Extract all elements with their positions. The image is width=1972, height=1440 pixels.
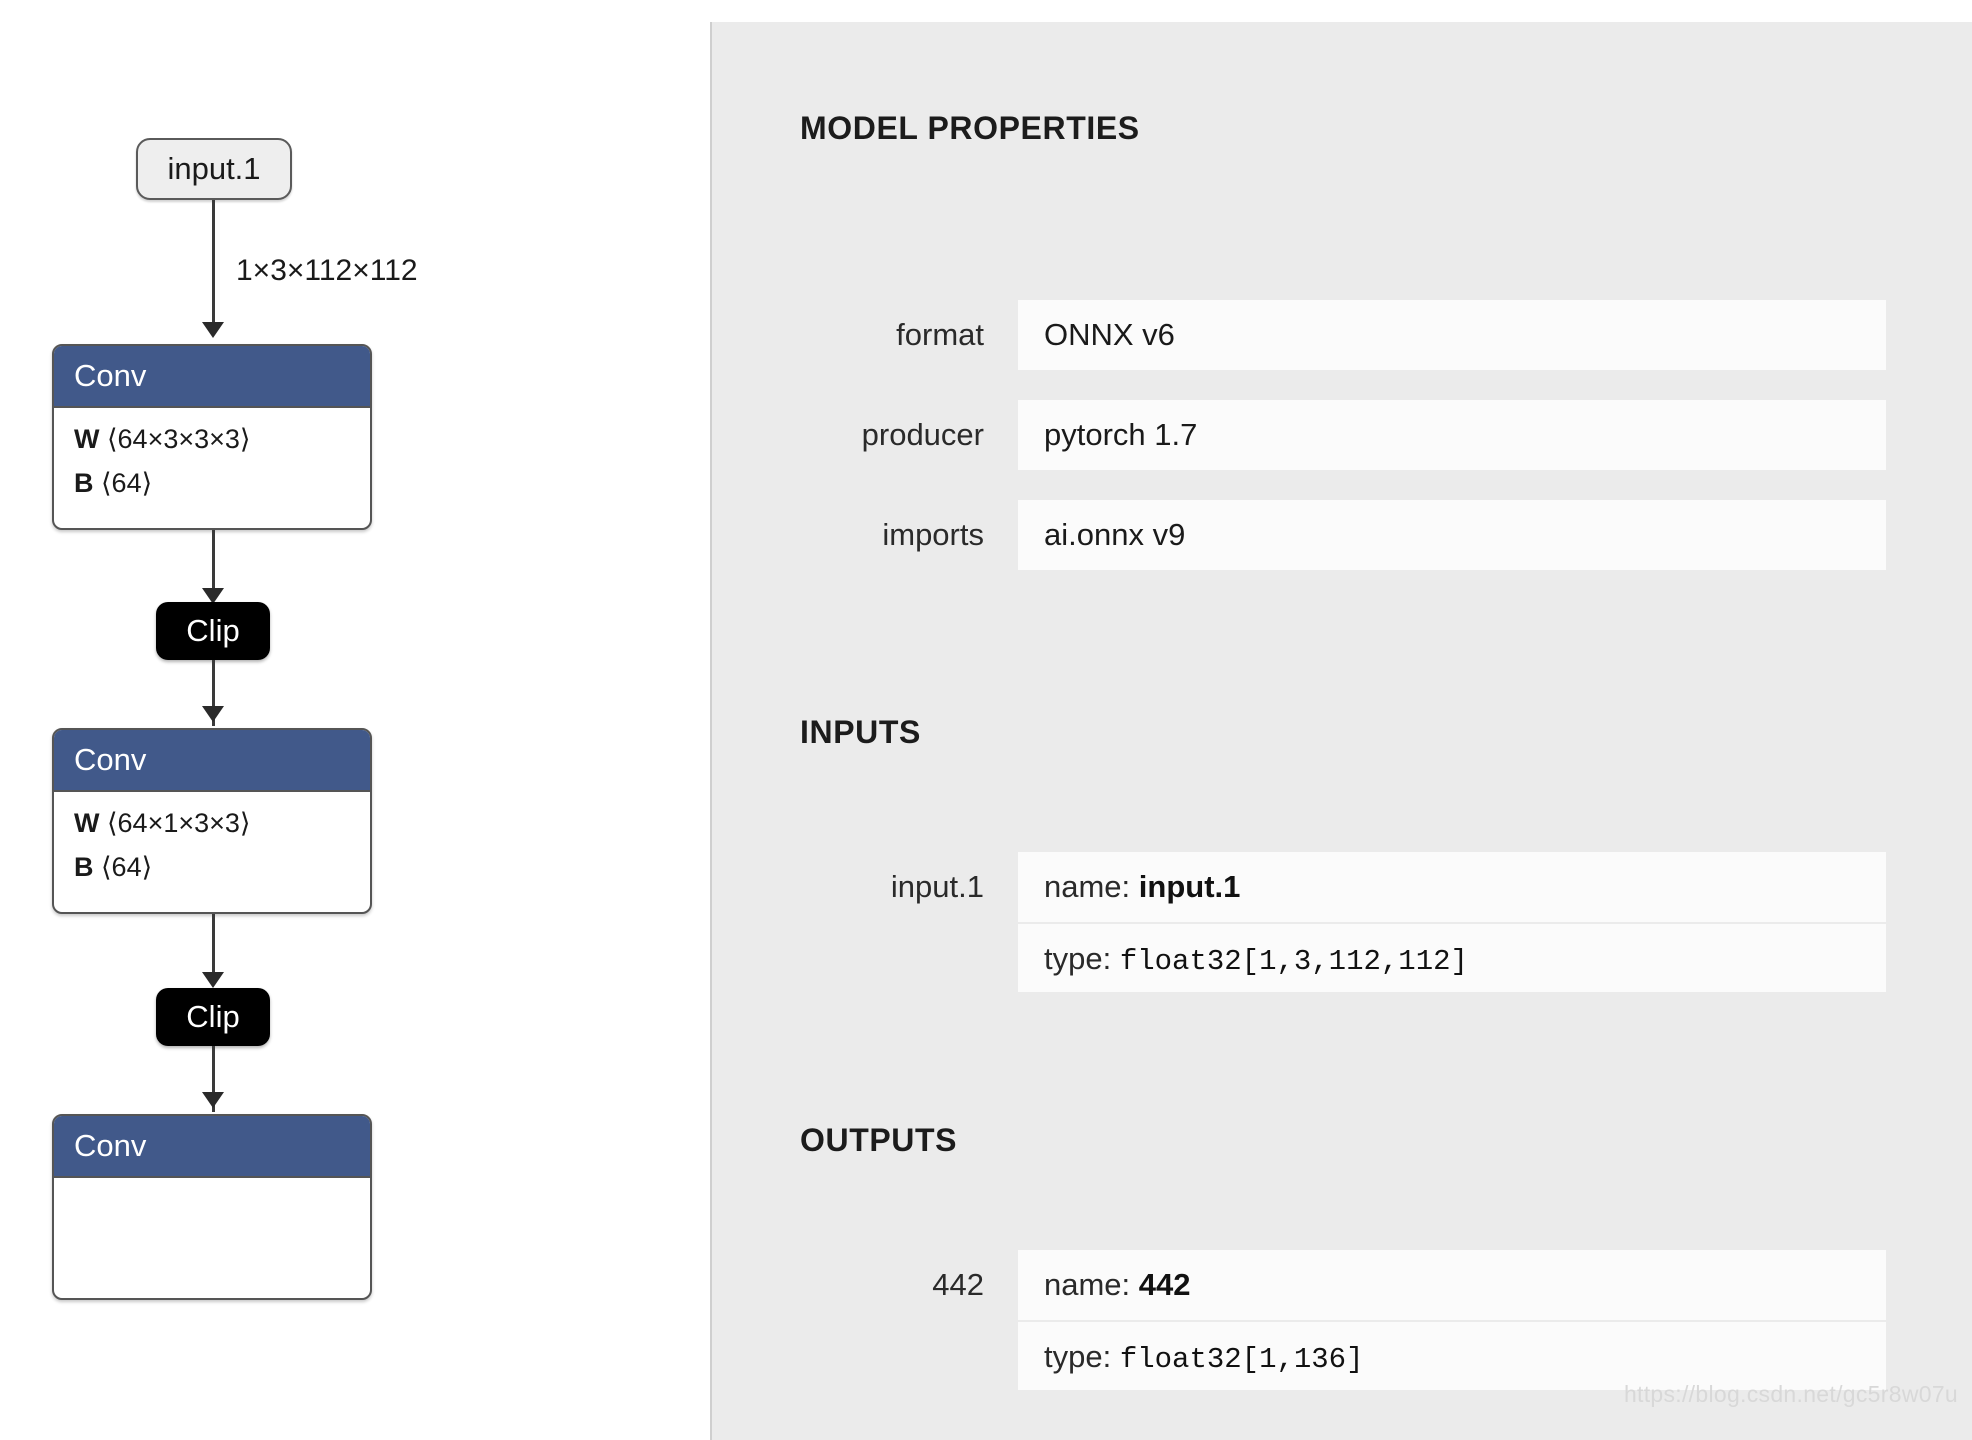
graph-node-param-row: W ⟨64×1×3×3⟩ [74, 802, 370, 846]
param-shape: ⟨64⟩ [101, 467, 153, 498]
property-row-format: format ONNX v6 [712, 300, 1886, 370]
input-type-value: type: float32[1,3,112,112] [1018, 922, 1886, 992]
graph-node-params [54, 1177, 370, 1200]
property-value: pytorch 1.7 [1018, 400, 1886, 470]
graph-node-params: W ⟨64×1×3×3⟩ B ⟨64⟩ [54, 791, 370, 902]
graph-node-clip-1[interactable]: Clip [156, 602, 270, 660]
graph-node-type-label: Clip [186, 999, 240, 1034]
property-label: producer [861, 417, 984, 452]
graph-edge-input-1-to-conv-1 [212, 200, 215, 328]
graph-node-param-row: W ⟨64×3×3×3⟩ [74, 418, 370, 462]
section-title-model-properties: MODEL PROPERTIES [800, 110, 1140, 146]
graph-edge-label-input-1-to-conv-1: 1×3×112×112 [236, 254, 418, 287]
input-label: input.1 [890, 869, 984, 904]
property-label: format [896, 317, 984, 352]
output-name-text: 442 [1138, 1267, 1191, 1302]
graph-node-type-label: Conv [54, 730, 370, 792]
graph-node-conv-2[interactable]: Conv W ⟨64×1×3×3⟩ B ⟨64⟩ [52, 728, 372, 914]
output-type-key: type: [1044, 1339, 1112, 1374]
input-type-key: type: [1044, 941, 1112, 976]
param-name: W [74, 423, 100, 454]
input-type-text: float32[1,3,112,112] [1119, 945, 1468, 978]
output-label: 442 [932, 1267, 984, 1302]
param-name: W [74, 807, 100, 838]
param-name: B [74, 851, 94, 882]
section-title-inputs: INPUTS [800, 714, 921, 750]
output-name-key: name: [1044, 1267, 1131, 1302]
graph-edge-conv-2-to-clip-2 [212, 914, 215, 976]
graph-edge-arrow [202, 322, 224, 338]
graph-node-conv-3[interactable]: Conv [52, 1114, 372, 1300]
output-row-442: 442 name: 442 type: float32[1,136] [712, 1250, 1886, 1390]
param-shape: ⟨64×3×3×3⟩ [107, 423, 251, 454]
graph-edge-arrow [202, 972, 224, 988]
param-shape: ⟨64×1×3×3⟩ [107, 807, 251, 838]
graph-node-conv-1[interactable]: Conv W ⟨64×3×3×3⟩ B ⟨64⟩ [52, 344, 372, 530]
watermark-text: https://blog.csdn.net/gc5r8w07u [1623, 1381, 1958, 1407]
property-label: imports [882, 517, 984, 552]
property-value: ONNX v6 [1018, 300, 1886, 370]
output-type-value: type: float32[1,136] [1018, 1320, 1886, 1390]
property-value: ai.onnx v9 [1018, 500, 1886, 570]
graph-node-label: input.1 [167, 151, 261, 186]
graph-node-type-label: Conv [54, 1116, 370, 1178]
graph-edge-conv-1-to-clip-1 [212, 530, 215, 592]
graph-node-param-row: B ⟨64⟩ [74, 462, 370, 506]
graph-node-input-1[interactable]: input.1 [136, 138, 292, 200]
property-row-producer: producer pytorch 1.7 [712, 400, 1886, 470]
input-row-input-1: input.1 name: input.1 type: float32[1,3,… [712, 852, 1886, 992]
graph-node-type-label: Clip [186, 613, 240, 648]
graph-node-param-row: B ⟨64⟩ [74, 846, 370, 890]
graph-edge-arrow [202, 588, 224, 604]
model-properties-sidebar: MODEL PROPERTIES format ONNX v6 producer… [710, 22, 1972, 1440]
graph-node-clip-2[interactable]: Clip [156, 988, 270, 1046]
param-shape: ⟨64⟩ [101, 851, 153, 882]
graph-canvas[interactable]: input.1 1×3×112×112 Conv W ⟨64×3×3×3⟩ B … [0, 0, 710, 1440]
graph-node-type-label: Conv [54, 346, 370, 408]
input-name-value: name: input.1 [1018, 852, 1886, 922]
param-name: B [74, 467, 94, 498]
output-type-text: float32[1,136] [1119, 1343, 1364, 1376]
input-name-text: input.1 [1138, 869, 1241, 904]
graph-node-params: W ⟨64×3×3×3⟩ B ⟨64⟩ [54, 407, 370, 518]
input-name-key: name: [1044, 869, 1131, 904]
section-title-outputs: OUTPUTS [800, 1122, 958, 1158]
graph-edge-clip-2-to-conv-3 [212, 1046, 215, 1112]
graph-edge-arrow [202, 1092, 224, 1108]
output-name-value: name: 442 [1018, 1250, 1886, 1320]
graph-edge-arrow [202, 706, 224, 722]
graph-edge-clip-1-to-conv-2 [212, 660, 215, 726]
property-row-imports: imports ai.onnx v9 [712, 500, 1886, 570]
